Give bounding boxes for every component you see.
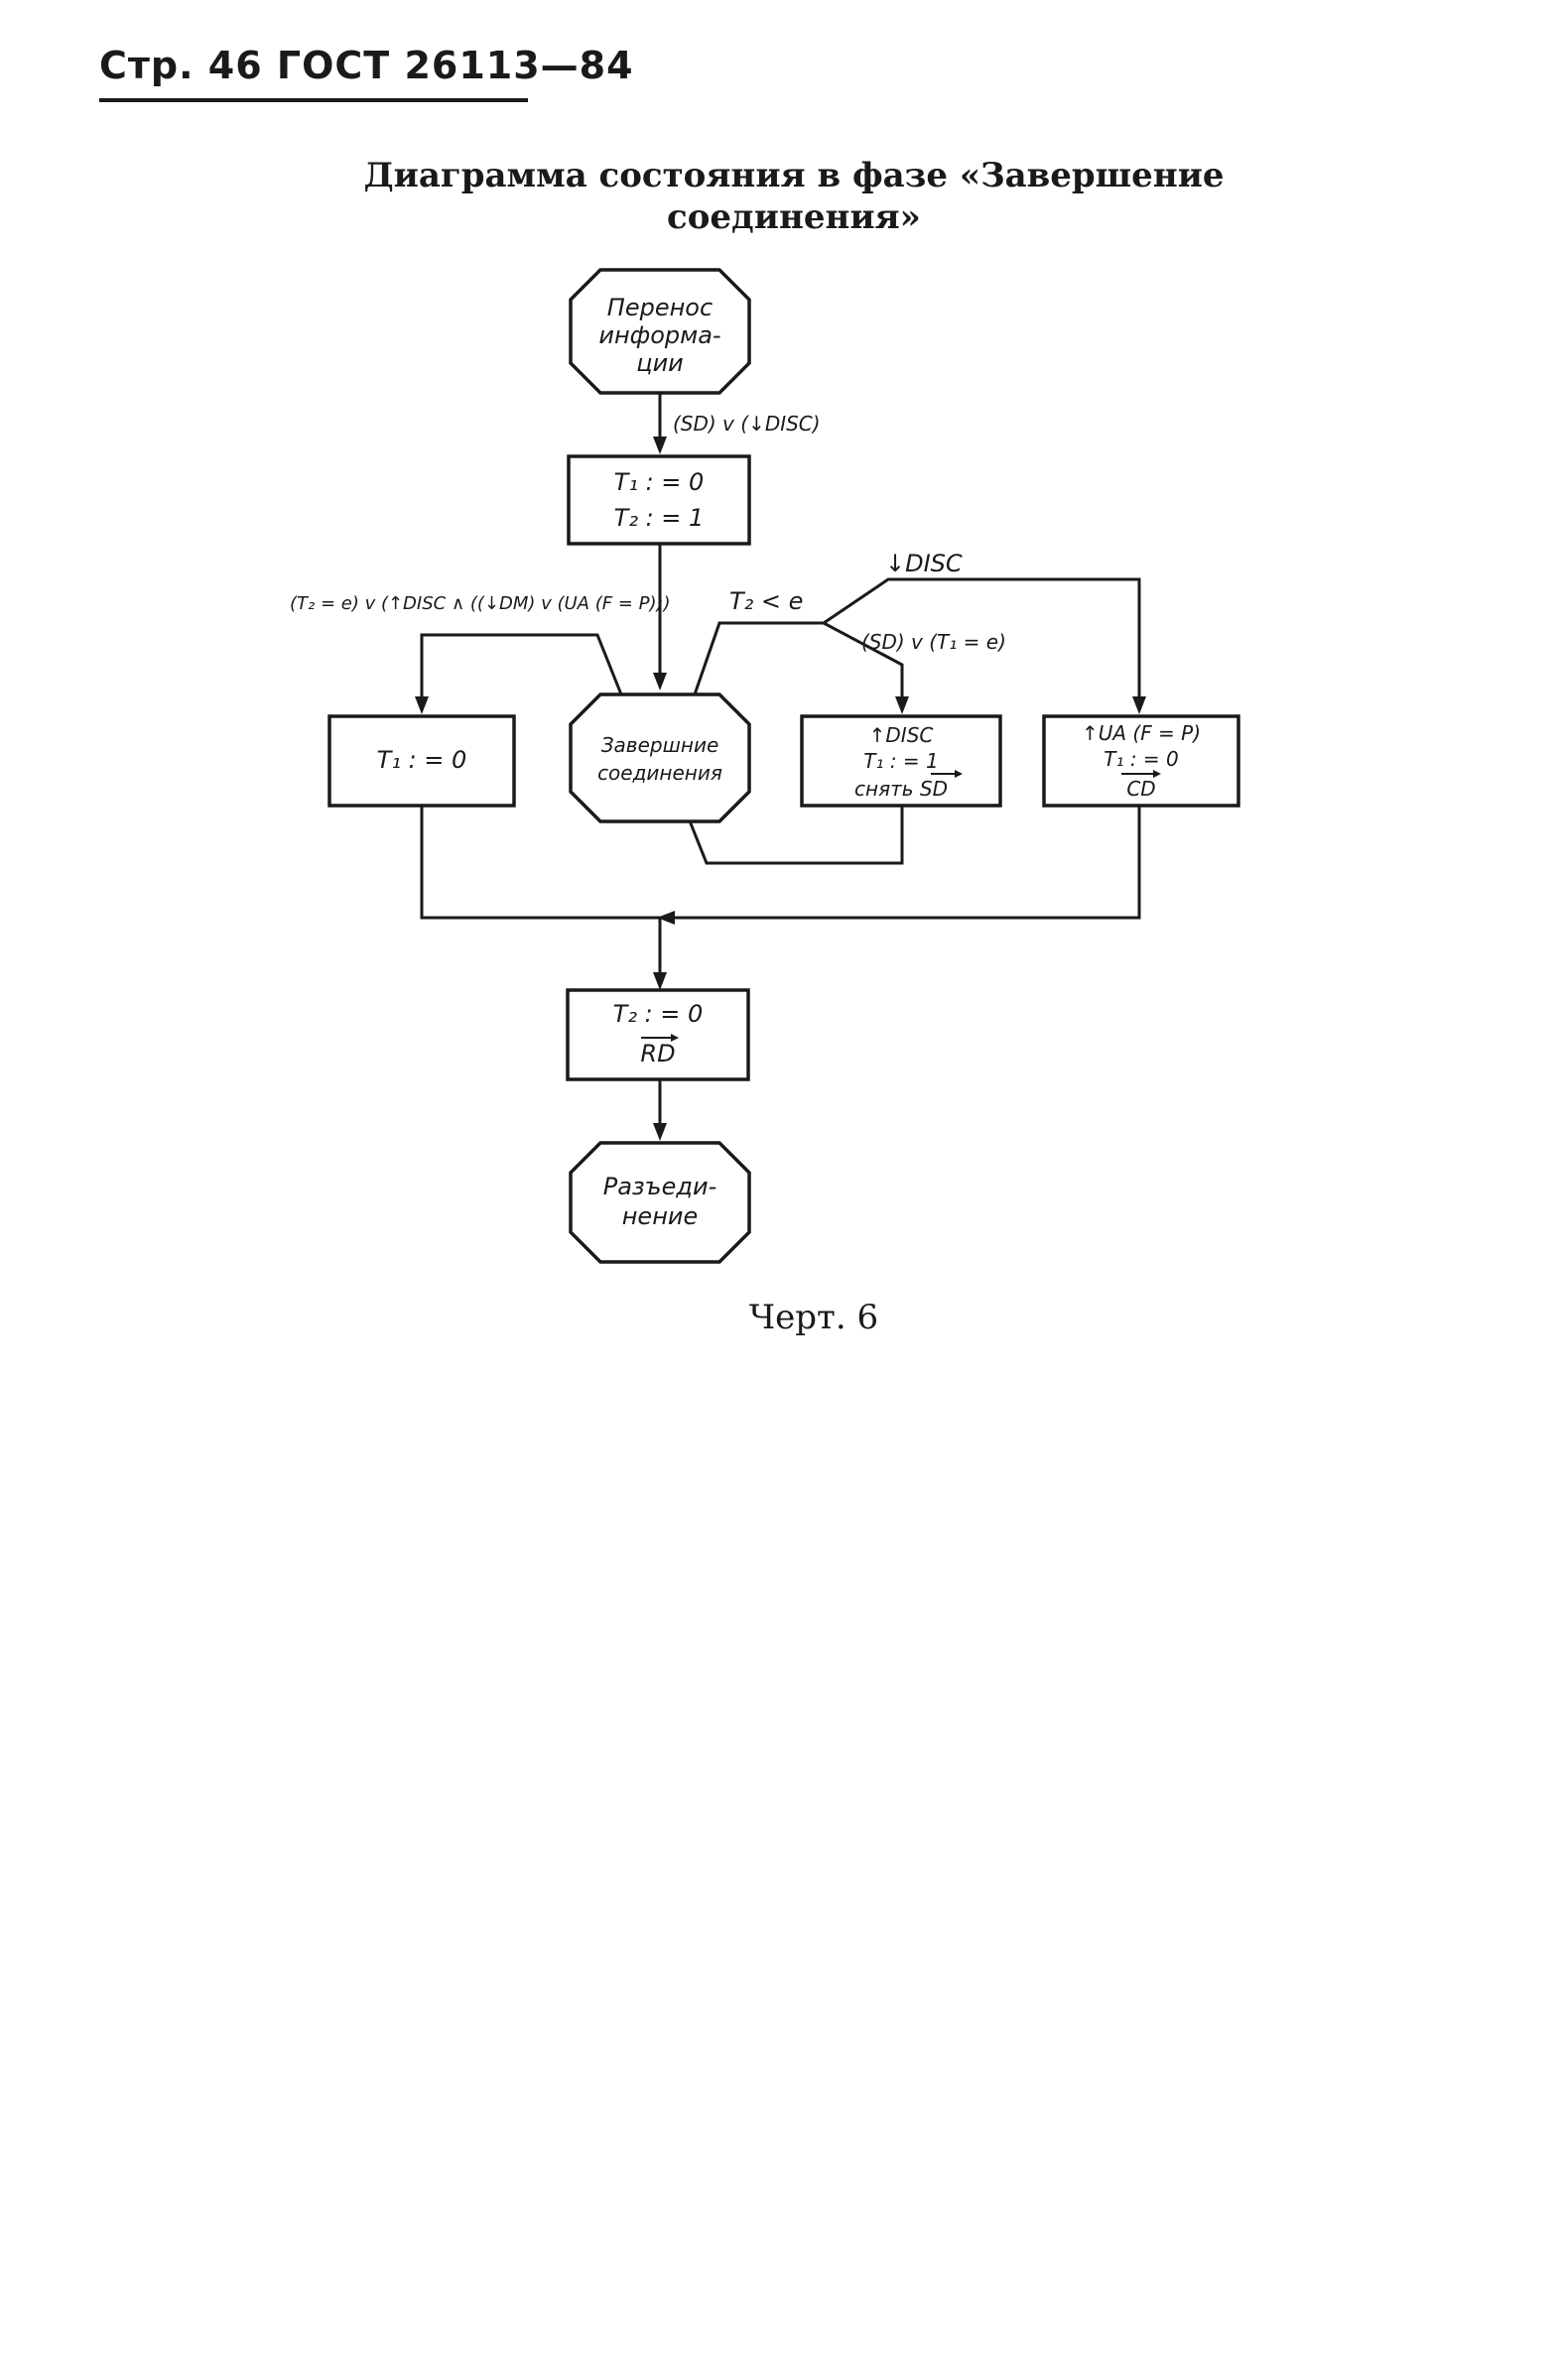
state-completion — [569, 692, 751, 823]
edge-branch-to-disc-box — [823, 621, 904, 706]
state-completion-line-1: Завершние — [601, 733, 719, 757]
condition-disc-top: ↓DISC — [885, 550, 963, 577]
box-send-disc — [800, 714, 1002, 808]
arrow-into-ua-box — [1132, 696, 1146, 714]
state-transfer-line-1: Перенос — [607, 294, 713, 321]
diagram-title: Диаграмма состояния в фазе «Завершение с… — [298, 155, 1290, 238]
condition-t2-less: T₂ < e — [729, 587, 803, 615]
arrow-into-final — [653, 972, 667, 990]
box-ua-received — [1042, 714, 1240, 808]
condition-left: (T₂ = e) v (↑DISC ∧ ((↓DM) v (UA (F = P)… — [290, 593, 671, 614]
state-disconnect — [569, 1141, 751, 1264]
arrow-merge — [657, 911, 675, 925]
box-ua-received-line-3: CD — [1126, 777, 1155, 801]
header-rule — [99, 98, 528, 102]
box-reset-t1 — [327, 714, 516, 808]
state-transfer-line-3: ции — [636, 349, 684, 377]
sd-overbar-arrow — [955, 770, 963, 778]
box-init — [567, 454, 751, 546]
box-final-line-1: T₂ : = 0 — [613, 1000, 704, 1028]
edge-completion-to-branch — [693, 621, 824, 695]
state-disconnect-line-2: нение — [622, 1202, 699, 1230]
title-line-2: соединения» — [667, 197, 921, 237]
box-send-disc-line-3: снять SD — [854, 777, 948, 801]
box-reset-t1-line-1: T₁ : = 0 — [377, 746, 467, 774]
state-transfer — [569, 268, 751, 395]
box-init-line-2: T₂ : = 1 — [614, 504, 705, 532]
edge-branch-to-ua-box — [823, 577, 1141, 706]
box-send-disc-line-1: ↑DISC — [869, 723, 934, 747]
edge-disc-box-loop — [685, 806, 904, 865]
edge-reset-to-merge — [420, 806, 1141, 920]
arrow-into-reset — [415, 696, 429, 714]
rd-overbar-arrow — [671, 1034, 679, 1042]
cd-overbar-arrow — [1153, 770, 1161, 778]
title-line-1: Диаграмма состояния в фазе «Завершение — [363, 156, 1225, 195]
arrow-into-disconnect — [653, 1123, 667, 1141]
arrow-into-completion — [653, 673, 667, 690]
figure-caption: Черт. 6 — [748, 1298, 879, 1337]
state-disconnect-line-1: Разъеди- — [603, 1173, 717, 1200]
condition-sd-or-t1: (SD) v (T₁ = e) — [861, 630, 1006, 654]
arrow-into-init — [653, 437, 667, 454]
box-ua-received-line-2: T₁ : = 0 — [1104, 747, 1179, 771]
box-send-disc-line-2: T₁ : = 1 — [863, 749, 939, 773]
state-transfer-line-2: информа- — [598, 321, 720, 349]
condition-start: (SD) v (↓DISC) — [673, 412, 821, 436]
box-final — [566, 988, 750, 1081]
state-completion-line-2: соединения — [597, 761, 722, 785]
box-ua-received-line-1: ↑UA (F = P) — [1082, 721, 1201, 745]
arrow-into-disc-box — [895, 696, 909, 714]
box-final-line-2: RD — [640, 1040, 675, 1067]
box-init-line-1: T₁ : = 0 — [614, 468, 705, 496]
edge-completion-to-reset — [420, 633, 623, 706]
